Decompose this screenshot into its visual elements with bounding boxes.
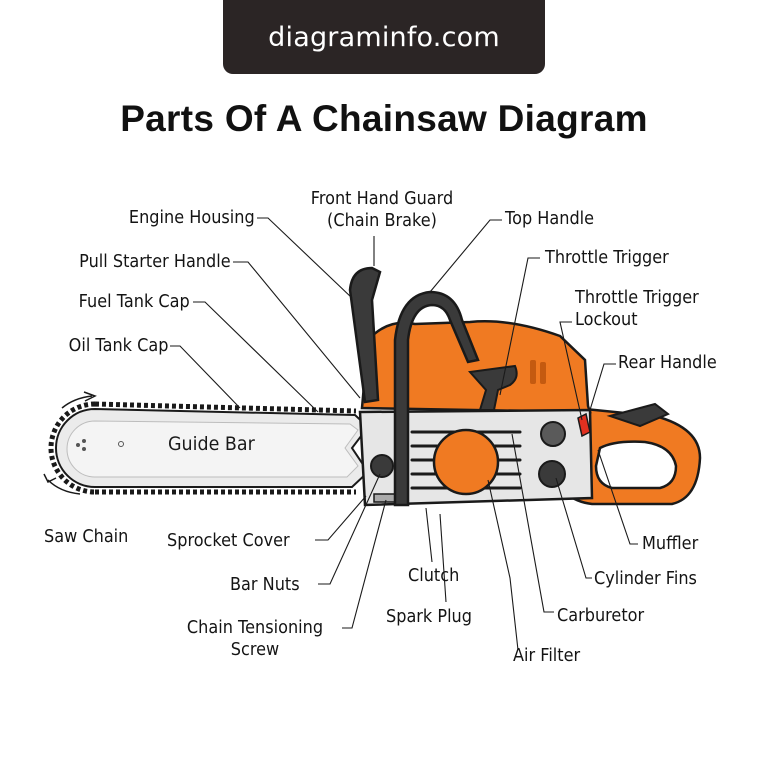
- label-rear-handle: Rear Handle: [618, 353, 717, 373]
- site-banner: diagraminfo.com: [223, 0, 545, 74]
- front-hand-guard: [348, 266, 382, 404]
- label-bar-nuts: Bar Nuts: [230, 575, 300, 595]
- engine-housing: [360, 320, 592, 414]
- top-handle: [393, 290, 480, 507]
- label-front-hand-guard-line2: (Chain Brake): [327, 211, 437, 231]
- label-carburetor: Carburetor: [557, 606, 645, 626]
- oil-cap-knob: [540, 421, 566, 447]
- label-chain-tensioning-line2: Screw: [230, 640, 280, 660]
- label-throttle-trigger: Throttle Trigger: [545, 248, 669, 268]
- label-throttle-lockout-line1: Throttle Trigger: [575, 288, 699, 308]
- label-chain-tensioning-screw: Chain Tensioning Screw: [172, 617, 338, 661]
- label-clutch: Clutch: [408, 566, 460, 586]
- label-guide-bar: Guide Bar: [168, 433, 255, 455]
- label-front-hand-guard-line1: Front Hand Guard: [310, 189, 454, 209]
- label-throttle-lockout-line2: Lockout: [575, 310, 638, 330]
- label-saw-chain: Saw Chain: [44, 527, 129, 547]
- page-title: Parts Of A Chainsaw Diagram: [120, 98, 648, 139]
- label-pull-starter-handle: Pull Starter Handle: [79, 252, 231, 272]
- spark-plug-cover: [432, 428, 500, 496]
- chain-direction-arrow-top: [61, 395, 93, 409]
- label-front-hand-guard: Front Hand Guard (Chain Brake): [292, 188, 472, 232]
- label-top-handle: Top Handle: [505, 209, 595, 229]
- saw-chain: [48, 401, 357, 495]
- label-fuel-tank-cap: Fuel Tank Cap: [78, 292, 190, 312]
- throttle-lockout: [577, 412, 591, 438]
- label-engine-housing: Engine Housing: [129, 208, 255, 228]
- fuel-cap-knob: [538, 460, 566, 488]
- label-chain-tensioning-line1: Chain Tensioning: [186, 618, 324, 638]
- leader-lines: [170, 217, 638, 651]
- label-throttle-trigger-lockout: Throttle Trigger Lockout: [575, 287, 699, 331]
- label-cylinder-fins: Cylinder Fins: [594, 569, 697, 589]
- chain-tensioning-screw: [373, 493, 397, 503]
- label-oil-tank-cap: Oil Tank Cap: [68, 336, 168, 356]
- label-muffler: Muffler: [642, 534, 699, 554]
- label-air-filter: Air Filter: [513, 646, 581, 666]
- chain-direction-arrow-bottom: [47, 479, 81, 495]
- guide-bar: [55, 407, 370, 488]
- label-sprocket-cover: Sprocket Cover: [167, 531, 290, 551]
- bar-nut: [370, 454, 394, 478]
- label-spark-plug: Spark Plug: [386, 607, 472, 627]
